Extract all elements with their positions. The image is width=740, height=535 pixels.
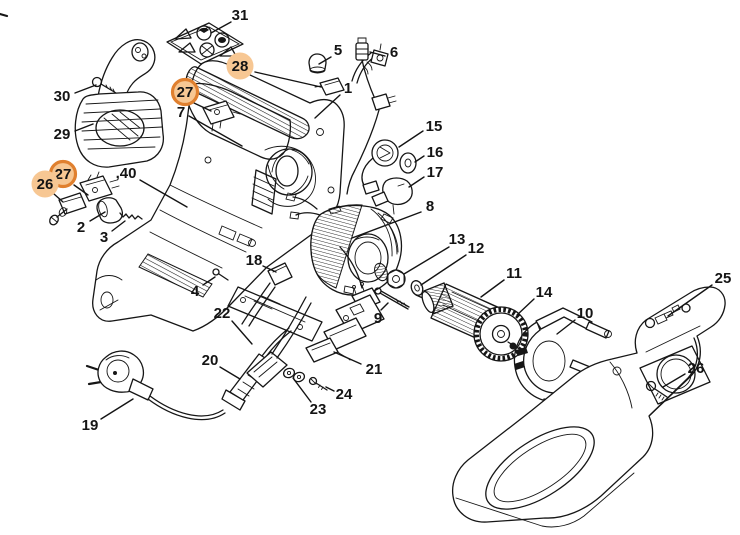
part-number-14: 14 (536, 284, 553, 301)
leader-line-4 (202, 276, 216, 286)
part-number-,40: ,40 (116, 165, 137, 182)
part-number-26: 26 (37, 176, 54, 193)
part-number-11: 11 (506, 265, 522, 282)
leader-line-18 (262, 265, 277, 273)
highlight-circle-27 (170, 77, 200, 107)
part-number-20: 20 (202, 352, 219, 369)
part-number-15: 15 (426, 118, 443, 135)
part-number-21: 21 (366, 361, 383, 378)
leader-line-20 (219, 366, 241, 380)
leader-line-9 (380, 302, 389, 311)
part-number-27: 27 (55, 166, 72, 183)
leader-line-14 (516, 298, 535, 316)
part-number-25: 25 (715, 270, 732, 287)
part-number-27: 27 (177, 84, 194, 101)
left-switch-parts (49, 171, 143, 226)
part-number-1: 1 (344, 80, 352, 97)
leader-line-1 (314, 94, 341, 119)
part-number-6: 6 (390, 44, 398, 61)
vent-ribs (251, 169, 277, 215)
part-number-7: 7 (177, 104, 185, 121)
information-label-sticker (166, 22, 244, 65)
leader-line-6 (369, 51, 386, 57)
leader-line-27 (193, 102, 212, 112)
part-number-18: 18 (246, 252, 263, 269)
rear-handle-housing (451, 286, 726, 528)
part-number-17: 17 (427, 164, 444, 181)
highlight-circle-26 (31, 170, 59, 198)
capacitor-parts (361, 139, 417, 215)
part-number-9: 9 (374, 310, 382, 327)
leader-line-10 (556, 319, 576, 335)
edge-mark (0, 12, 9, 18)
part-number-23: 23 (310, 401, 327, 418)
leader-line-8 (351, 211, 422, 239)
leader-line-,40 (139, 179, 188, 208)
part-number-24: 24 (336, 386, 353, 403)
leader-line-7 (188, 115, 243, 147)
leader-line-25 (667, 284, 713, 317)
wiring-harness (241, 262, 312, 388)
trigger-switch-parts (308, 37, 397, 195)
leader-line-2 (89, 211, 106, 222)
leader-line-22 (231, 320, 253, 345)
part-number-13: 13 (449, 231, 466, 248)
leader-line-28 (254, 71, 322, 88)
part-number-31: 31 (232, 7, 249, 24)
power-plug-and-cord (85, 327, 292, 421)
leader-line-17 (408, 176, 425, 188)
part-number-29: 29 (54, 126, 71, 143)
part-number-12: 12 (468, 240, 485, 257)
nut-and-washer (374, 262, 424, 296)
part-number-16: 16 (427, 144, 444, 161)
part-number-8: 8 (426, 198, 434, 215)
part-number-4: 4 (191, 283, 200, 300)
leader-line-26 (53, 193, 64, 203)
part-number-19: 19 (82, 417, 99, 434)
armature-and-gear (415, 282, 529, 362)
part-number-28: 28 (232, 58, 249, 75)
leader-line-12 (420, 254, 467, 286)
long-screw (374, 287, 410, 310)
part-number-5: 5 (334, 42, 342, 59)
screw-right (645, 380, 668, 401)
motor-housing (92, 60, 345, 342)
part-number-26: 26 (688, 360, 705, 377)
main-switch-assembly (282, 246, 385, 391)
leader-line-23 (292, 377, 312, 403)
leader-line-15 (398, 130, 424, 148)
leader-line-16 (414, 155, 425, 163)
part-number-30: 30 (54, 88, 71, 105)
part-number-22: 22 (214, 305, 231, 322)
leader-line-24 (325, 386, 335, 392)
part-number-10: 10 (577, 305, 594, 322)
leader-line-26 (662, 373, 686, 388)
leader-line-31 (210, 21, 232, 34)
leader-line-13 (403, 246, 450, 275)
leader-line-19 (100, 398, 134, 420)
leader-line-5 (318, 56, 332, 65)
leader-line-21 (333, 351, 362, 365)
leader-line-30 (74, 84, 97, 94)
part-number-2: 2 (77, 219, 85, 236)
switch-part-upper (202, 100, 241, 132)
part-number-3: 3 (100, 229, 108, 246)
highlight-circle-28 (226, 52, 254, 80)
leader-line-3 (111, 220, 126, 232)
leader-line-11 (480, 279, 505, 298)
leader-line-27 (73, 184, 89, 196)
front-handle-cover (74, 39, 165, 168)
leader-line-29 (74, 123, 94, 132)
